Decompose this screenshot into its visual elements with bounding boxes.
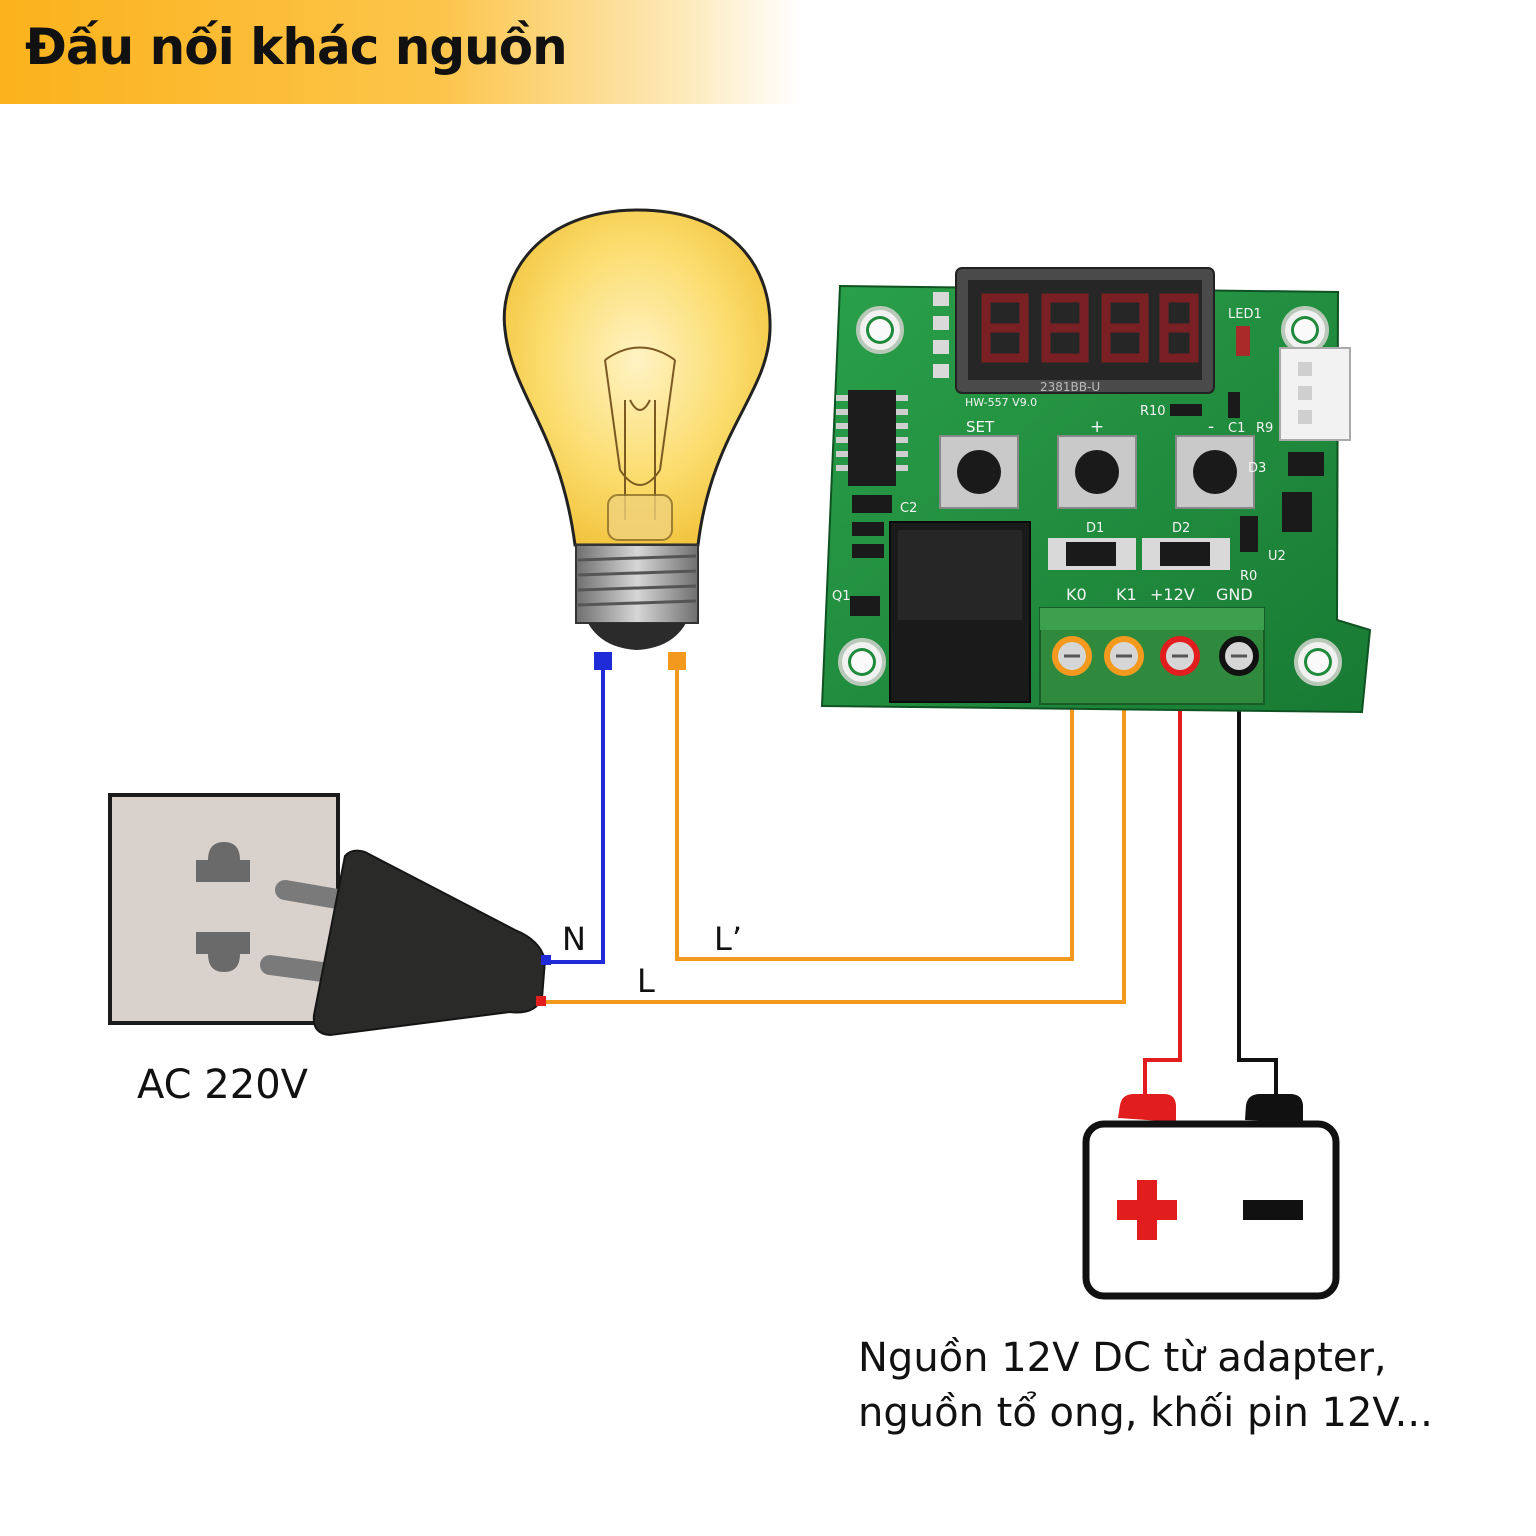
line-wire [541,660,1126,1004]
board-buttons [939,435,1255,509]
wall-socket-icon [108,793,340,1025]
thermostat-board: 2381BB-U [820,267,1372,714]
silk-r10: R10 [1140,404,1166,419]
terminal-screws [1052,636,1259,676]
header-bar [0,0,800,104]
line-wire-label: L [637,962,655,1000]
battery-icon [1082,1094,1340,1300]
gnd-wire [1237,660,1278,1095]
positive-wire [1143,660,1182,1095]
power-source-caption-line1: Nguồn 12V DC từ adapter, [858,1335,1387,1381]
silk-c1: C1 [1228,421,1245,436]
neutral-wire-label: N [562,920,586,958]
button-label-plus: + [1090,417,1104,437]
sensor-connector [1279,347,1351,441]
light-bulb-icon [502,208,772,670]
silk-led1: LED1 [1228,307,1262,322]
terminal-label-k0: K0 [1066,585,1087,604]
lamp-terminal-line [668,652,686,670]
silk-q1: Q1 [832,589,851,604]
silk-c2: C2 [900,501,917,516]
silk-d1: D1 [1086,521,1104,536]
page-title: Đấu nối khác nguồn [25,18,568,76]
minus-sign-icon [1243,1200,1303,1220]
wires [541,660,1278,1095]
socket-voltage-label: AC 220V [137,1062,309,1108]
ic-chip [848,390,896,486]
terminal-label-k1: K1 [1116,585,1137,604]
button-label-set: SET [966,418,995,436]
silk-d3: D3 [1248,461,1266,476]
silk-d2: D2 [1172,521,1190,536]
display-part-label: 2381BB-U [1040,380,1100,394]
button-label-minus: - [1208,417,1214,437]
line-switched-wire-label: L’ [714,920,742,958]
terminal-label-12v: +12V [1150,585,1195,604]
silk-u2: U2 [1268,549,1286,564]
power-plug-icon [260,849,551,1037]
silk-r9: R9 [1256,421,1273,436]
terminal-label-gnd: GND [1216,585,1253,604]
neutral-wire [548,667,605,964]
line-switched-wire [675,660,1074,961]
power-source-caption-line2: nguồn tổ ong, khối pin 12V... [858,1390,1433,1436]
silk-r0: R0 [1240,569,1257,584]
board-model-label: HW-557 V9.0 [965,396,1037,409]
lamp-terminal-neutral [594,652,612,670]
